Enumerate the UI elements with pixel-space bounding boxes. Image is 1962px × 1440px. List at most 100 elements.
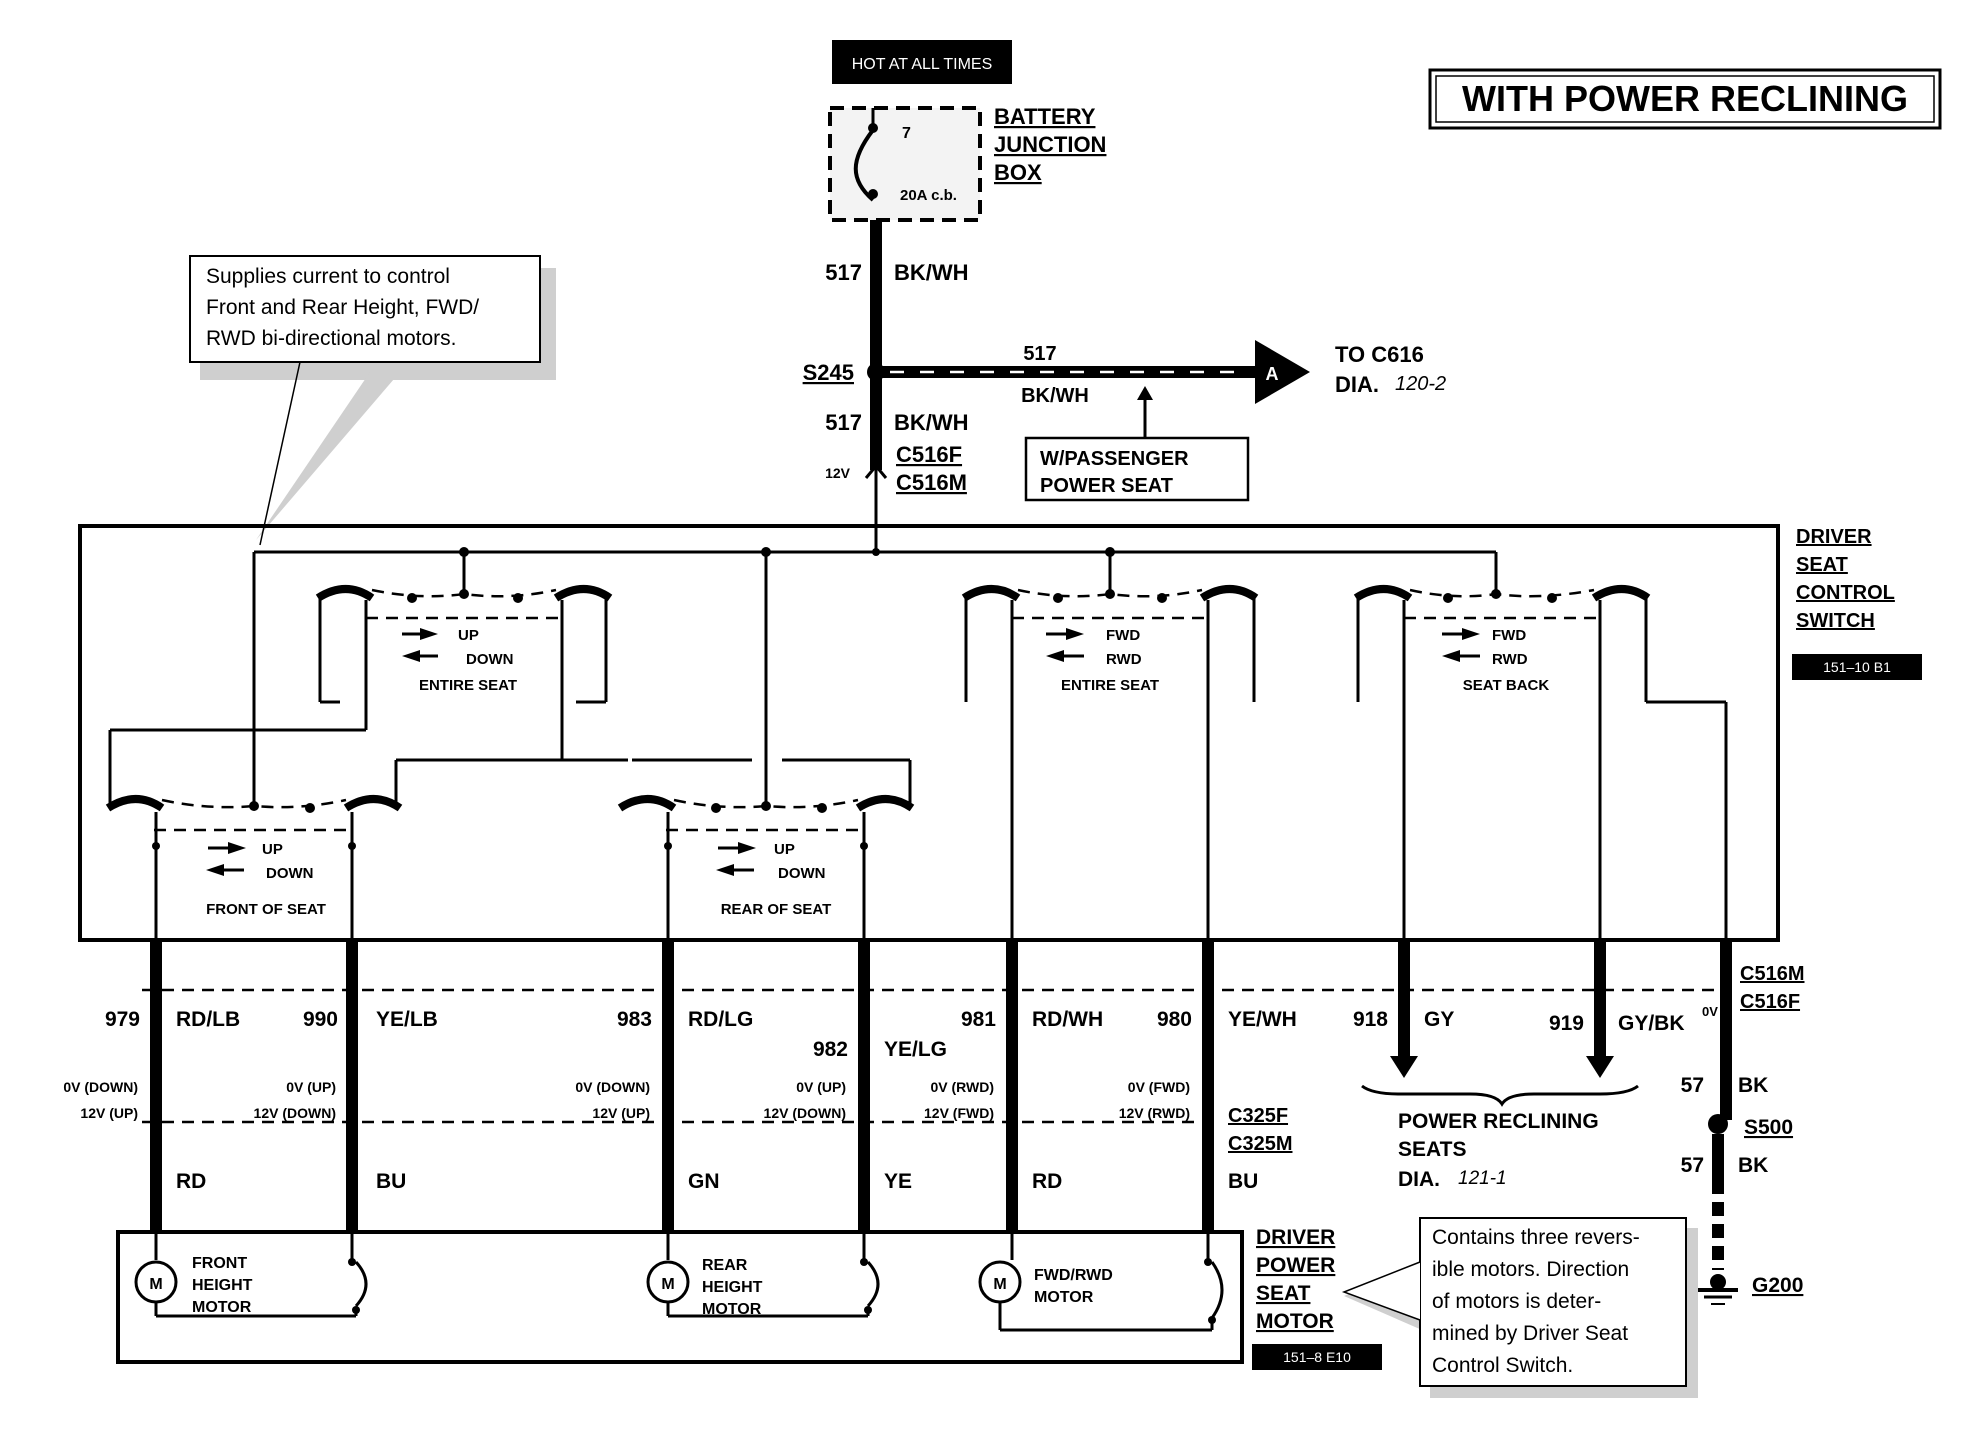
fuse-number: 7 (902, 125, 911, 142)
svg-text:M: M (993, 1276, 1006, 1293)
svg-text:S245: S245 (803, 360, 854, 385)
svg-text:DRIVER: DRIVER (1796, 526, 1872, 548)
svg-text:C516F: C516F (896, 442, 962, 467)
battery-junction-box: 7 20A c.b. BATTERY JUNCTION BOX (828, 104, 1106, 222)
rear-height-motor: M REAR HEIGHT MOTOR (646, 1232, 880, 1318)
svg-text:POWER RECLINING: POWER RECLINING (1398, 1110, 1599, 1133)
svg-text:SEAT BACK: SEAT BACK (1463, 677, 1550, 694)
svg-text:980: 980 (1157, 1008, 1192, 1031)
svg-text:982: 982 (813, 1038, 848, 1061)
svg-text:BU: BU (1228, 1170, 1258, 1193)
svg-text:REAR: REAR (702, 1257, 748, 1274)
svg-text:BK/WH: BK/WH (894, 260, 969, 285)
svg-text:M: M (661, 1276, 674, 1293)
svg-text:HEIGHT: HEIGHT (702, 1279, 763, 1296)
svg-text:0V (UP): 0V (UP) (796, 1079, 846, 1095)
svg-text:SWITCH: SWITCH (1796, 610, 1875, 632)
svg-text:SEAT: SEAT (1796, 554, 1848, 576)
svg-text:G200: G200 (1752, 1274, 1803, 1297)
svg-text:RWD: RWD (1106, 651, 1142, 668)
svg-text:12V (FWD): 12V (FWD) (924, 1105, 994, 1121)
svg-text:DOWN: DOWN (466, 651, 514, 668)
svg-text:FRONT OF SEAT: FRONT OF SEAT (206, 901, 326, 918)
svg-text:12V (UP): 12V (UP) (80, 1105, 138, 1121)
svg-text:983: 983 (617, 1008, 652, 1031)
svg-text:JUNCTION: JUNCTION (994, 132, 1106, 157)
svg-text:RWD bi-directional motors.: RWD bi-directional motors. (206, 327, 457, 350)
svg-text:Front and Rear Height, FWD/: Front and Rear Height, FWD/ (206, 296, 479, 319)
svg-text:C325F: C325F (1228, 1105, 1288, 1127)
circuit-breaker-symbol (853, 128, 875, 202)
svg-text:BK/WH: BK/WH (894, 410, 969, 435)
svg-text:S500: S500 (1744, 1116, 1793, 1139)
svg-text:YE/WH: YE/WH (1228, 1008, 1297, 1031)
svg-text:BOX: BOX (994, 160, 1042, 185)
svg-text:YE/LG: YE/LG (884, 1038, 947, 1061)
svg-text:ENTIRE SEAT: ENTIRE SEAT (419, 677, 517, 694)
svg-text:0V (DOWN): 0V (DOWN) (63, 1079, 138, 1095)
svg-text:UP: UP (262, 841, 283, 858)
svg-text:57: 57 (1681, 1074, 1704, 1097)
svg-text:GY/BK: GY/BK (1618, 1012, 1685, 1035)
svg-text:FRONT: FRONT (192, 1255, 247, 1272)
svg-text:SEATS: SEATS (1398, 1138, 1466, 1161)
driver-seat-control-switch: DRIVER SEAT CONTROL SWITCH 151–10 B1 UP (78, 524, 1922, 942)
svg-text:RD/WH: RD/WH (1032, 1008, 1103, 1031)
svg-text:57: 57 (1681, 1154, 1704, 1177)
svg-text:UP: UP (774, 841, 795, 858)
svg-text:MOTOR: MOTOR (1034, 1289, 1094, 1306)
svg-text:HEIGHT: HEIGHT (192, 1277, 253, 1294)
svg-text:990: 990 (303, 1008, 338, 1031)
svg-text:DOWN: DOWN (778, 865, 826, 882)
svg-text:GY: GY (1424, 1008, 1454, 1031)
fuse-rating: 20A c.b. (900, 187, 957, 204)
svg-text:0V (RWD): 0V (RWD) (930, 1079, 994, 1095)
svg-text:918: 918 (1353, 1008, 1388, 1031)
svg-text:FWD: FWD (1106, 627, 1140, 644)
svg-text:0V (UP): 0V (UP) (286, 1079, 336, 1095)
svg-text:121-1: 121-1 (1458, 1168, 1507, 1189)
svg-text:RD: RD (176, 1170, 206, 1193)
svg-text:0V (FWD): 0V (FWD) (1128, 1079, 1190, 1095)
svg-text:517: 517 (1023, 343, 1056, 365)
switch-section-seat-back: FWD RWD SEAT BACK (1353, 552, 1651, 702)
svg-text:of motors is deter-: of motors is deter- (1432, 1290, 1601, 1313)
svg-text:Contains three revers-: Contains three revers- (1432, 1226, 1640, 1249)
svg-text:HOT AT ALL TIMES: HOT AT ALL TIMES (852, 56, 993, 73)
svg-text:979: 979 (105, 1008, 140, 1031)
svg-text:YE: YE (884, 1170, 912, 1193)
driver-power-seat-motor: DRIVER POWER SEAT MOTOR 151–8 E10 M FRON… (116, 1226, 1382, 1370)
svg-text:GN: GN (688, 1170, 720, 1193)
svg-text:C516M: C516M (1740, 963, 1804, 985)
svg-text:UP: UP (458, 627, 479, 644)
svg-text:DIA.: DIA. (1398, 1168, 1440, 1191)
svg-text:REAR OF SEAT: REAR OF SEAT (721, 901, 832, 918)
svg-text:517: 517 (825, 260, 862, 285)
svg-text:SEAT: SEAT (1256, 1282, 1311, 1305)
svg-text:YE/LB: YE/LB (376, 1008, 438, 1031)
diagram-title: WITH POWER RECLINING (1462, 78, 1908, 119)
svg-text:981: 981 (961, 1008, 996, 1031)
svg-text:DOWN: DOWN (266, 865, 314, 882)
svg-text:RWD: RWD (1492, 651, 1528, 668)
svg-text:ible motors. Direction: ible motors. Direction (1432, 1258, 1629, 1281)
callout-top: Supplies current to control Front and Re… (189, 255, 556, 546)
switch-section-rear-of-seat: UP DOWN REAR OF SEAT (402, 547, 915, 940)
svg-text:BK: BK (1738, 1074, 1768, 1097)
feed-wire: 517 BK/WH S245 517 BK/WH 12V C516F C516M (803, 220, 969, 552)
svg-text:BATTERY: BATTERY (994, 104, 1096, 129)
title-box: WITH POWER RECLINING (1428, 68, 1942, 130)
svg-text:ENTIRE SEAT: ENTIRE SEAT (1061, 677, 1159, 694)
svg-text:12V (UP): 12V (UP) (592, 1105, 650, 1121)
svg-text:C516F: C516F (1740, 991, 1800, 1013)
svg-text:CONTROL: CONTROL (1796, 582, 1895, 604)
svg-text:12V (DOWN): 12V (DOWN) (254, 1105, 336, 1121)
svg-text:517: 517 (825, 410, 862, 435)
svg-text:POWER SEAT: POWER SEAT (1040, 475, 1173, 497)
callout-bottom: Contains three revers- ible motors. Dire… (1341, 1217, 1698, 1398)
svg-text:BK/WH: BK/WH (1021, 385, 1089, 407)
svg-text:0V: 0V (1702, 1004, 1718, 1019)
svg-text:W/PASSENGER: W/PASSENGER (1040, 448, 1189, 470)
svg-text:RD: RD (1032, 1170, 1062, 1193)
